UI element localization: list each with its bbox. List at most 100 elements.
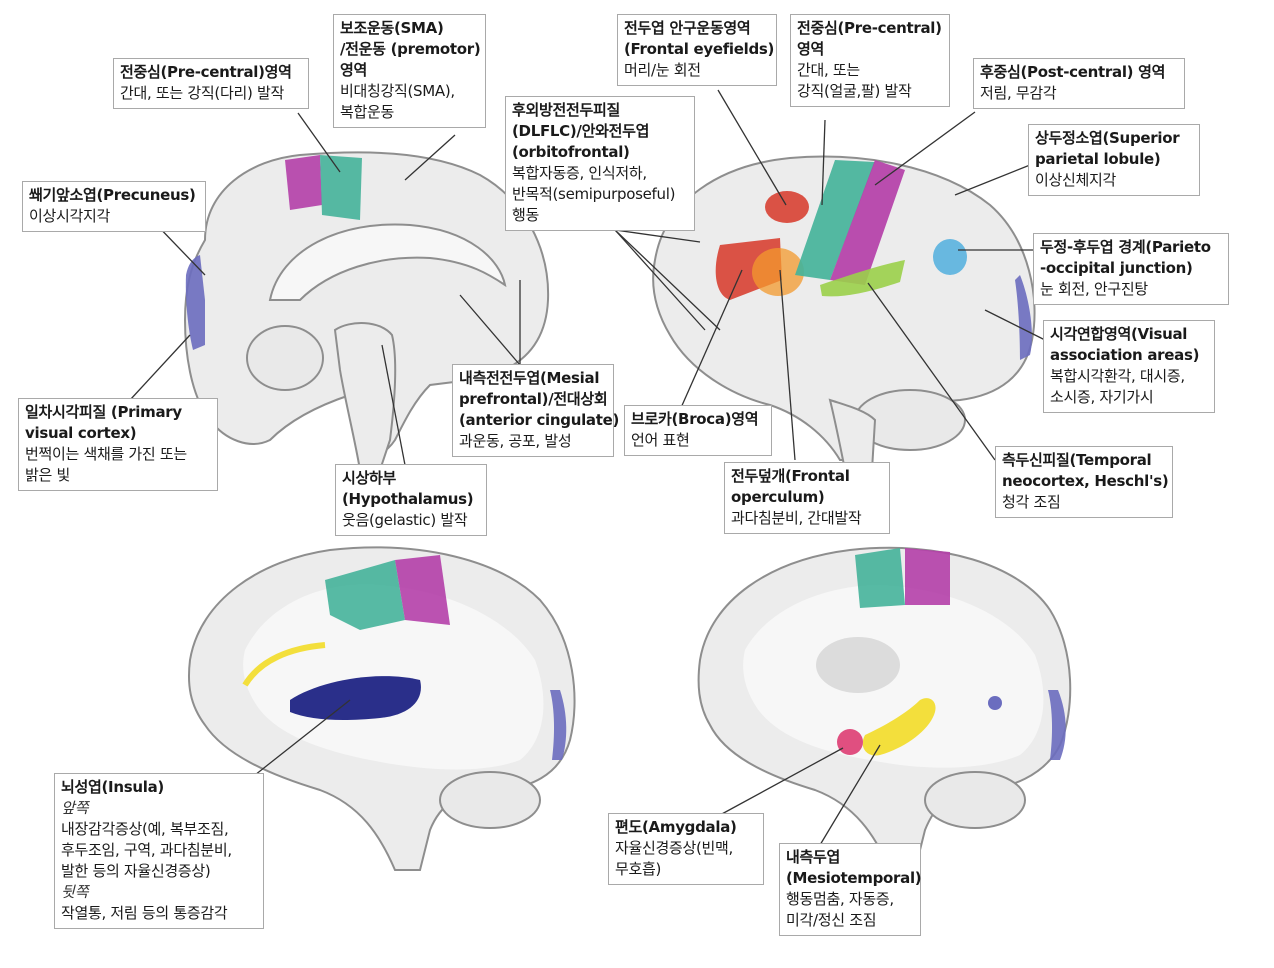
label-line: (Mesiotemporal) [786, 869, 922, 887]
frontal-eyefield-red [765, 191, 809, 223]
sma-region-magenta [285, 155, 322, 210]
label-line: parietal lobule) [1035, 150, 1161, 168]
label-parieto-occipital: 두정-후두엽 경계(Parieto -occipital junction) 눈… [1033, 233, 1229, 305]
label-line: 이상신체지각 [1035, 171, 1117, 189]
label-precuneus: 쐐기앞소엽(Precuneus) 이상시각지각 [22, 181, 206, 232]
label-line: -occipital junction) [1040, 259, 1193, 277]
label-line: 머리/눈 회전 [624, 61, 701, 79]
visual-region-purple-insula-view [550, 690, 567, 760]
label-title: 편도(Amygdala) [615, 818, 737, 836]
magenta-gyri-insula-view [395, 555, 450, 625]
leader-precentral-medial [297, 112, 341, 173]
visual-region-purple-medial [185, 255, 205, 350]
mesiotemporal-region-yellow [862, 698, 936, 756]
label-title: 보조운동(SMA) [340, 19, 444, 37]
label-line: 복합시각환각, 대시증, [1050, 367, 1185, 385]
label-hypothalamus: 시상하부 (Hypothalamus) 웃음(gelastic) 발작 [335, 464, 487, 536]
label-precentral-lateral: 전중심(Pre-central) 영역 간대, 또는 강직(얼굴,팔) 발작 [790, 14, 950, 107]
label-line: 언어 표현 [631, 431, 690, 449]
label-mesiotemporal: 내측두엽 (Mesiotemporal) 행동멈춤, 자동증, 미각/정신 조짐 [779, 843, 922, 936]
label-title: 전중심(Pre-central)영역 [120, 63, 292, 81]
insula-region-navy [290, 676, 421, 720]
label-insula: 뇌성엽(Insula) 앞쪽 내장감각증상(예, 복부조짐, 후두조임, 구역,… [54, 773, 264, 929]
label-broca: 브로카(Broca)영역 언어 표현 [624, 405, 772, 456]
label-line: 번쩍이는 색채를 가진 또는 [25, 445, 187, 463]
leader-dlpfc-a [614, 229, 701, 243]
ventricle-shadow [816, 637, 900, 693]
label-line: 행동멈춤, 자동증, [786, 890, 894, 908]
label-line: neocortex, Heschl's) [1002, 472, 1169, 490]
label-line: 발한 등의 자율신경증상) [61, 862, 211, 880]
label-title: 전두덮개(Frontal [731, 467, 850, 485]
label-back-heading: 뒷쪽 [61, 883, 89, 901]
label-line: 이상시각지각 [29, 207, 111, 225]
temporal-region-green [820, 260, 905, 297]
label-line: 복합자동증, 인식저하, [512, 164, 647, 182]
label-line: 간대, 또는 [797, 61, 860, 79]
label-title: 후외방전전두피질 [512, 101, 621, 119]
label-line: 자율신경증상(빈맥, [615, 839, 734, 857]
leader-visual-assoc [984, 309, 1046, 341]
label-title: 내측두엽 [786, 848, 841, 866]
label-line: 간대, 또는 강직(다리) 발작 [120, 84, 284, 102]
label-title: 시각연합영역(Visual [1050, 325, 1188, 343]
label-title: 쐐기앞소엽(Precuneus) [29, 186, 196, 204]
label-line: operculum) [731, 488, 825, 506]
label-title: 내측전전두엽(Mesial [459, 369, 600, 387]
visual-region-purple-mesial-view [1048, 690, 1066, 760]
cerebrum-lateral [652, 155, 1036, 461]
leader-precentral-lateral [821, 119, 826, 206]
label-title: 뇌성엽(Insula) [61, 778, 164, 796]
label-line: 무호흡) [615, 860, 662, 878]
leader-amygdala [719, 747, 844, 816]
small-purple-spot [988, 696, 1002, 710]
cerebellum-insula-view [439, 771, 541, 829]
label-title: 전두엽 안구운동영역 [624, 19, 751, 37]
label-title: 전중심(Pre-central) [797, 19, 942, 37]
label-line: (orbitofrontal) [512, 143, 630, 161]
leader-mesiotemporal [819, 744, 881, 846]
label-line: 비대칭강직(SMA), [340, 82, 455, 100]
leader-temporal-neo [867, 282, 996, 461]
medial-brain-view [183, 151, 550, 471]
postcentral-region-magenta [830, 160, 905, 285]
leader-sma [404, 134, 456, 181]
label-title: 브로카(Broca)영역 [631, 410, 759, 428]
label-line: (Frontal eyefields) [624, 40, 775, 58]
yellow-outline-insula-view [242, 642, 326, 687]
label-line: 행동 [512, 206, 540, 224]
label-line: association areas) [1050, 346, 1200, 364]
label-visual-association: 시각연합영역(Visual association areas) 복합시각환각,… [1043, 320, 1215, 413]
label-postcentral: 후중심(Post-central) 영역 저림, 무감각 [973, 58, 1185, 109]
leader-superior-parietal [954, 164, 1031, 196]
label-temporal-neocortex: 측두신피질(Temporal neocortex, Heschl's) 청각 조… [995, 446, 1173, 518]
label-title: 시상하부 [342, 469, 397, 487]
label-line: 과다침분비, 간대발작 [731, 509, 862, 527]
leader-primary-visual [129, 334, 191, 401]
label-line: 소시증, 자기가시 [1050, 388, 1154, 406]
label-line: 밝은 빛 [25, 466, 70, 484]
lateral-brain-view [652, 155, 1036, 471]
label-sma: 보조운동(SMA) /전운동 (premotor) 영역 비대칭강직(SMA),… [333, 14, 486, 128]
label-mesial-prefrontal: 내측전전두엽(Mesial prefrontal)/전대상회 (anterior… [452, 364, 619, 457]
insula-section-view [187, 546, 576, 871]
label-line: 복합운동 [340, 103, 395, 121]
label-line: 과운동, 공포, 발성 [459, 432, 572, 450]
leader-mesial-prefrontal-b [459, 294, 521, 366]
label-frontal-operculum: 전두덮개(Frontal operculum) 과다침분비, 간대발작 [724, 462, 890, 534]
label-line: 청각 조짐 [1002, 493, 1061, 511]
label-title: 일차시각피질 (Primary [25, 403, 182, 421]
mesiotemporal-section-view [697, 546, 1072, 871]
label-line: 강직(얼굴,팔) 발작 [797, 82, 912, 100]
label-line: 내장감각증상(예, 복부조짐, [61, 820, 229, 838]
label-frontal-eyefields: 전두엽 안구운동영역 (Frontal eyefields) 머리/눈 회전 [617, 14, 777, 86]
label-line: 영역 [340, 61, 368, 79]
leader-dlpfc-b [614, 229, 706, 331]
leader-fef [717, 89, 787, 206]
leader-hypothalamus [381, 344, 406, 466]
label-front-heading: 앞쪽 [61, 799, 89, 817]
label-line: 웃음(gelastic) 발작 [342, 511, 468, 529]
brainstem-medial [333, 322, 397, 471]
cerebellum-mesial-view [924, 771, 1026, 829]
